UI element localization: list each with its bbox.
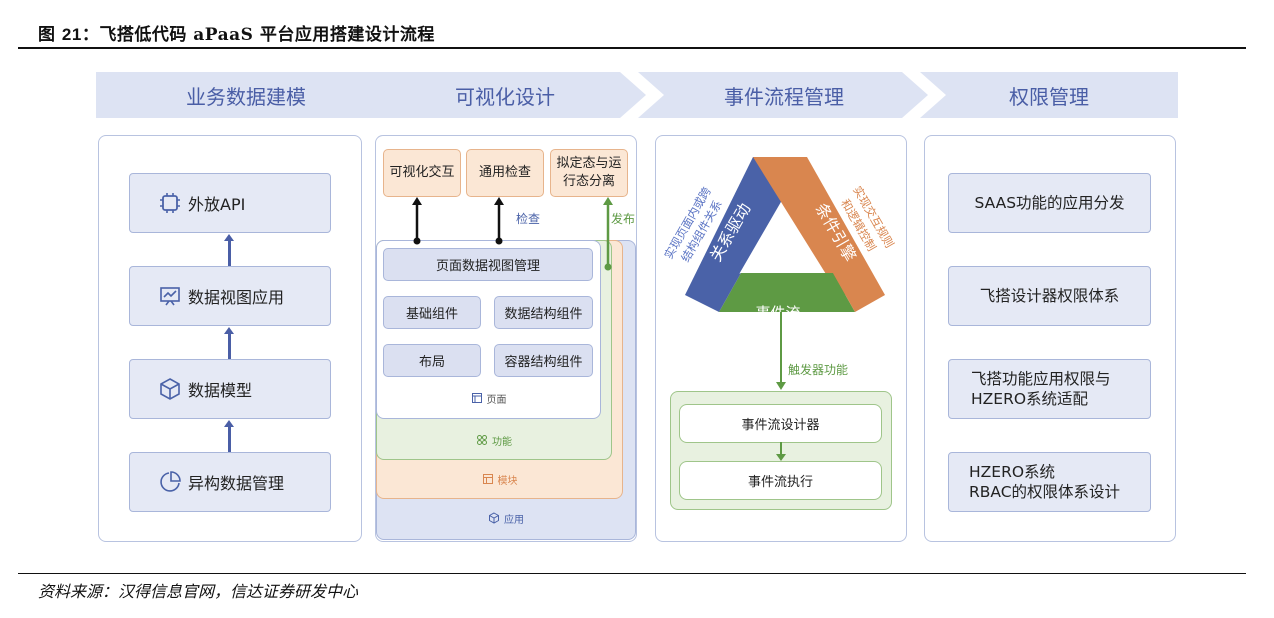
page-icon	[471, 393, 482, 403]
up-arrow	[224, 234, 234, 266]
box-event-designer: 事件流设计器	[679, 404, 882, 443]
event-triangle: 关系驱动 条件引擎 事件流 实现页面内或跨 结构组件关系 实现交互规则 和逻辑控…	[661, 157, 897, 363]
figure-number: 21	[61, 25, 82, 44]
arrow-dot	[495, 237, 503, 245]
visual-design-arrows	[412, 197, 613, 271]
perm-item-hzero-adaptation: 飞搭功能应用权限与 HZERO系统适配	[948, 359, 1151, 419]
layer-module-text: 模块	[497, 475, 518, 487]
chevron-shape	[638, 72, 928, 118]
box-label: 可视化交互	[389, 165, 455, 181]
box-visual-interaction: 可视化交互	[383, 149, 461, 197]
item-label: 外放API	[188, 195, 246, 214]
layer-module-label: 模块	[376, 469, 623, 489]
source-note: 资料来源：汉得信息官网，信达证券研发中心	[38, 582, 359, 601]
event-flow-label: 事件流	[755, 304, 800, 322]
perm-label-line2: HZERO系统适配	[971, 390, 1089, 408]
box-label: 事件流执行	[747, 475, 813, 490]
box-container-components: 容器结构组件	[494, 344, 593, 377]
arrowhead	[494, 197, 504, 205]
chip-icon	[160, 193, 180, 213]
box-layout: 布局	[383, 344, 481, 377]
arrowhead	[412, 197, 422, 205]
perm-item-designer-permissions: 飞搭设计器权限体系	[948, 266, 1151, 326]
box-label: 容器结构组件	[504, 355, 583, 370]
corner-right	[833, 273, 885, 312]
box-label: 事件流设计器	[741, 418, 820, 433]
arrowhead	[603, 197, 613, 205]
cube-icon	[160, 378, 180, 400]
arrowhead	[776, 382, 786, 390]
box-label: 数据结构组件	[504, 307, 583, 322]
box-data-structure-components: 数据结构组件	[494, 296, 593, 329]
bottom-rule	[18, 573, 1246, 574]
box-draft-runtime-separation: 拟定态与运 行态分离	[550, 149, 628, 197]
box-basic-components: 基础组件	[383, 296, 481, 329]
figure-title-text: ：飞搭低代码 aPaaS 平台应用搭建设计流程	[81, 25, 435, 45]
corner-left	[685, 273, 741, 312]
box-label: 布局	[418, 355, 445, 370]
box-label: 基础组件	[405, 307, 458, 322]
layer-app-text: 应用	[504, 514, 524, 526]
box-label-line2: 行态分离	[562, 174, 615, 189]
stage-header-2: 可视化设计	[362, 72, 648, 118]
item-label: 数据视图应用	[188, 288, 285, 307]
arrowhead	[776, 454, 786, 461]
side-event-flow	[719, 273, 855, 312]
figure-title: 图 21：飞搭低代码 aPaaS 平台应用搭建设计流程	[38, 20, 435, 45]
box-general-check: 通用检查	[466, 149, 544, 197]
stage-label: 可视化设计	[455, 84, 555, 109]
chevron-shape	[362, 72, 646, 118]
perm-label-line1: 飞搭功能应用权限与	[971, 369, 1111, 388]
up-arrow	[224, 420, 234, 452]
stage-label: 权限管理	[1009, 84, 1089, 109]
chevron-shape	[96, 72, 394, 118]
item-label: 异构数据管理	[188, 474, 285, 493]
stage-label: 业务数据建模	[186, 84, 306, 109]
stage-header-3: 事件流程管理	[638, 72, 930, 118]
arrow-dot	[413, 237, 421, 245]
item-data-model: 数据模型	[129, 359, 331, 419]
trigger-arrow	[776, 356, 786, 390]
box-event-executor: 事件流执行	[679, 461, 882, 500]
check-label: 检查	[516, 212, 541, 226]
layer-app-label: 应用	[376, 508, 636, 528]
perm-label-line1: HZERO系统	[969, 462, 1056, 481]
box-page-data-view: 页面数据视图管理	[383, 248, 593, 281]
apps-grid-icon	[477, 435, 487, 445]
box-label: 页面数据视图管理	[435, 259, 540, 274]
arrow-dot	[604, 263, 612, 271]
trigger-label: 触发器功能	[788, 363, 849, 377]
layout-icon	[482, 474, 493, 484]
box-label-line1: 拟定态与运	[556, 156, 622, 172]
stage-header-4: 权限管理	[920, 72, 1178, 118]
stage-header-1: 业务数据建模	[96, 72, 396, 118]
publish-label: 发布	[611, 212, 636, 226]
chevron-shape	[920, 72, 1178, 118]
perm-item-rbac-design: HZERO系统 RBAC的权限体系设计	[948, 452, 1151, 512]
perm-label: SAAS功能的应用分发	[974, 193, 1125, 212]
stage-label: 事件流程管理	[724, 84, 844, 109]
perm-label-line2: RBAC的权限体系设计	[969, 483, 1121, 501]
layer-page-text: 页面	[486, 394, 507, 406]
layer-function-label: 功能	[376, 430, 612, 450]
item-external-api: 外放API	[129, 173, 331, 233]
presentation-chart-icon	[160, 287, 180, 306]
layer-function-text: 功能	[492, 436, 512, 448]
item-data-view-app: 数据视图应用	[129, 266, 331, 326]
figure-label: 图	[38, 25, 62, 45]
perm-label: 飞搭设计器权限体系	[979, 286, 1120, 305]
item-heterogeneous-data: 异构数据管理	[129, 452, 331, 512]
side-condition-engine	[753, 157, 885, 295]
cube-icon	[489, 512, 499, 524]
box-label: 通用检查	[478, 165, 531, 181]
layer-page-label: 页面	[376, 388, 601, 408]
designer-to-executor-arrow	[776, 442, 786, 461]
up-arrow	[224, 327, 234, 359]
item-label: 数据模型	[188, 381, 253, 400]
top-rule	[18, 47, 1246, 49]
pie-chart-icon	[160, 471, 181, 492]
perm-item-saas-distribution: SAAS功能的应用分发	[948, 173, 1151, 233]
